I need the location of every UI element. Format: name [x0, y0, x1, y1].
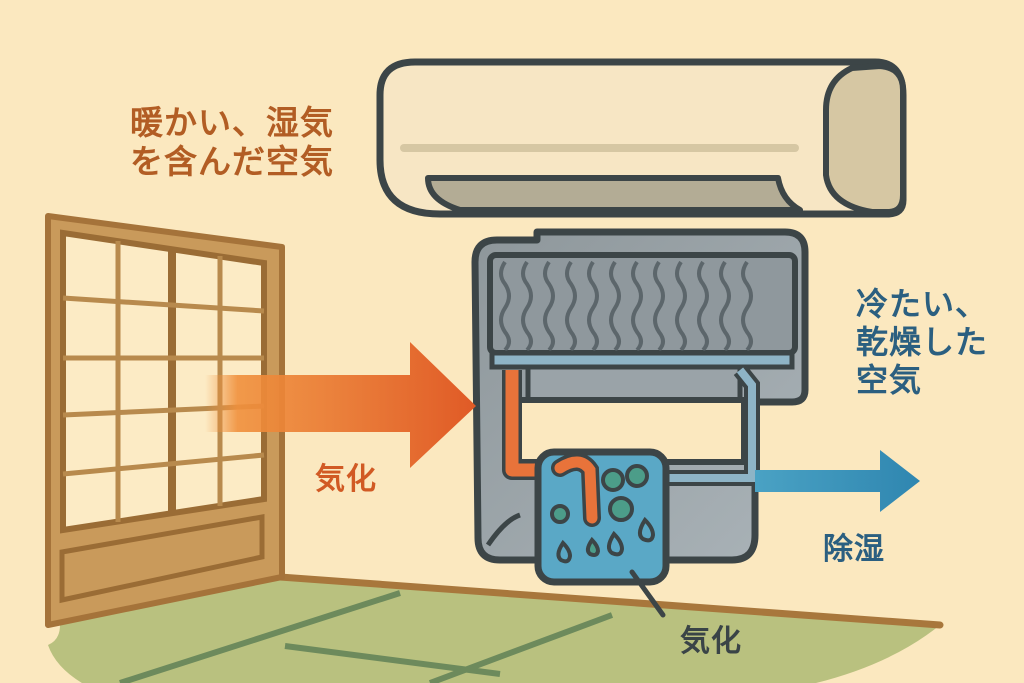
- water-tank-icon: [534, 448, 670, 618]
- vaporization-label-bottom: 気化: [680, 624, 742, 659]
- vaporization-label-left: 気化: [315, 462, 377, 497]
- cool-air-arrow-icon: [755, 450, 920, 512]
- cool-dry-air-line-3: 空気: [856, 360, 923, 399]
- warm-humid-air-line-2: を含んだ空気: [130, 141, 334, 181]
- warm-air-arrow-icon: [205, 342, 476, 468]
- warm-humid-air-line-1: 暖かい、湿気: [130, 103, 334, 142]
- shoji-window-icon: [45, 213, 285, 628]
- air-conditioner-icon: [376, 58, 907, 218]
- dehumidification-label: 除湿: [823, 532, 885, 567]
- cool-dry-air-label: 冷たい、 乾燥した 空気: [856, 285, 989, 399]
- warm-humid-air-label: 暖かい、湿気 を含んだ空気: [130, 103, 334, 182]
- cool-dry-air-line-1: 冷たい、: [856, 285, 989, 323]
- tatami-floor: [48, 573, 944, 683]
- cool-dry-air-line-2: 乾燥した: [856, 322, 989, 361]
